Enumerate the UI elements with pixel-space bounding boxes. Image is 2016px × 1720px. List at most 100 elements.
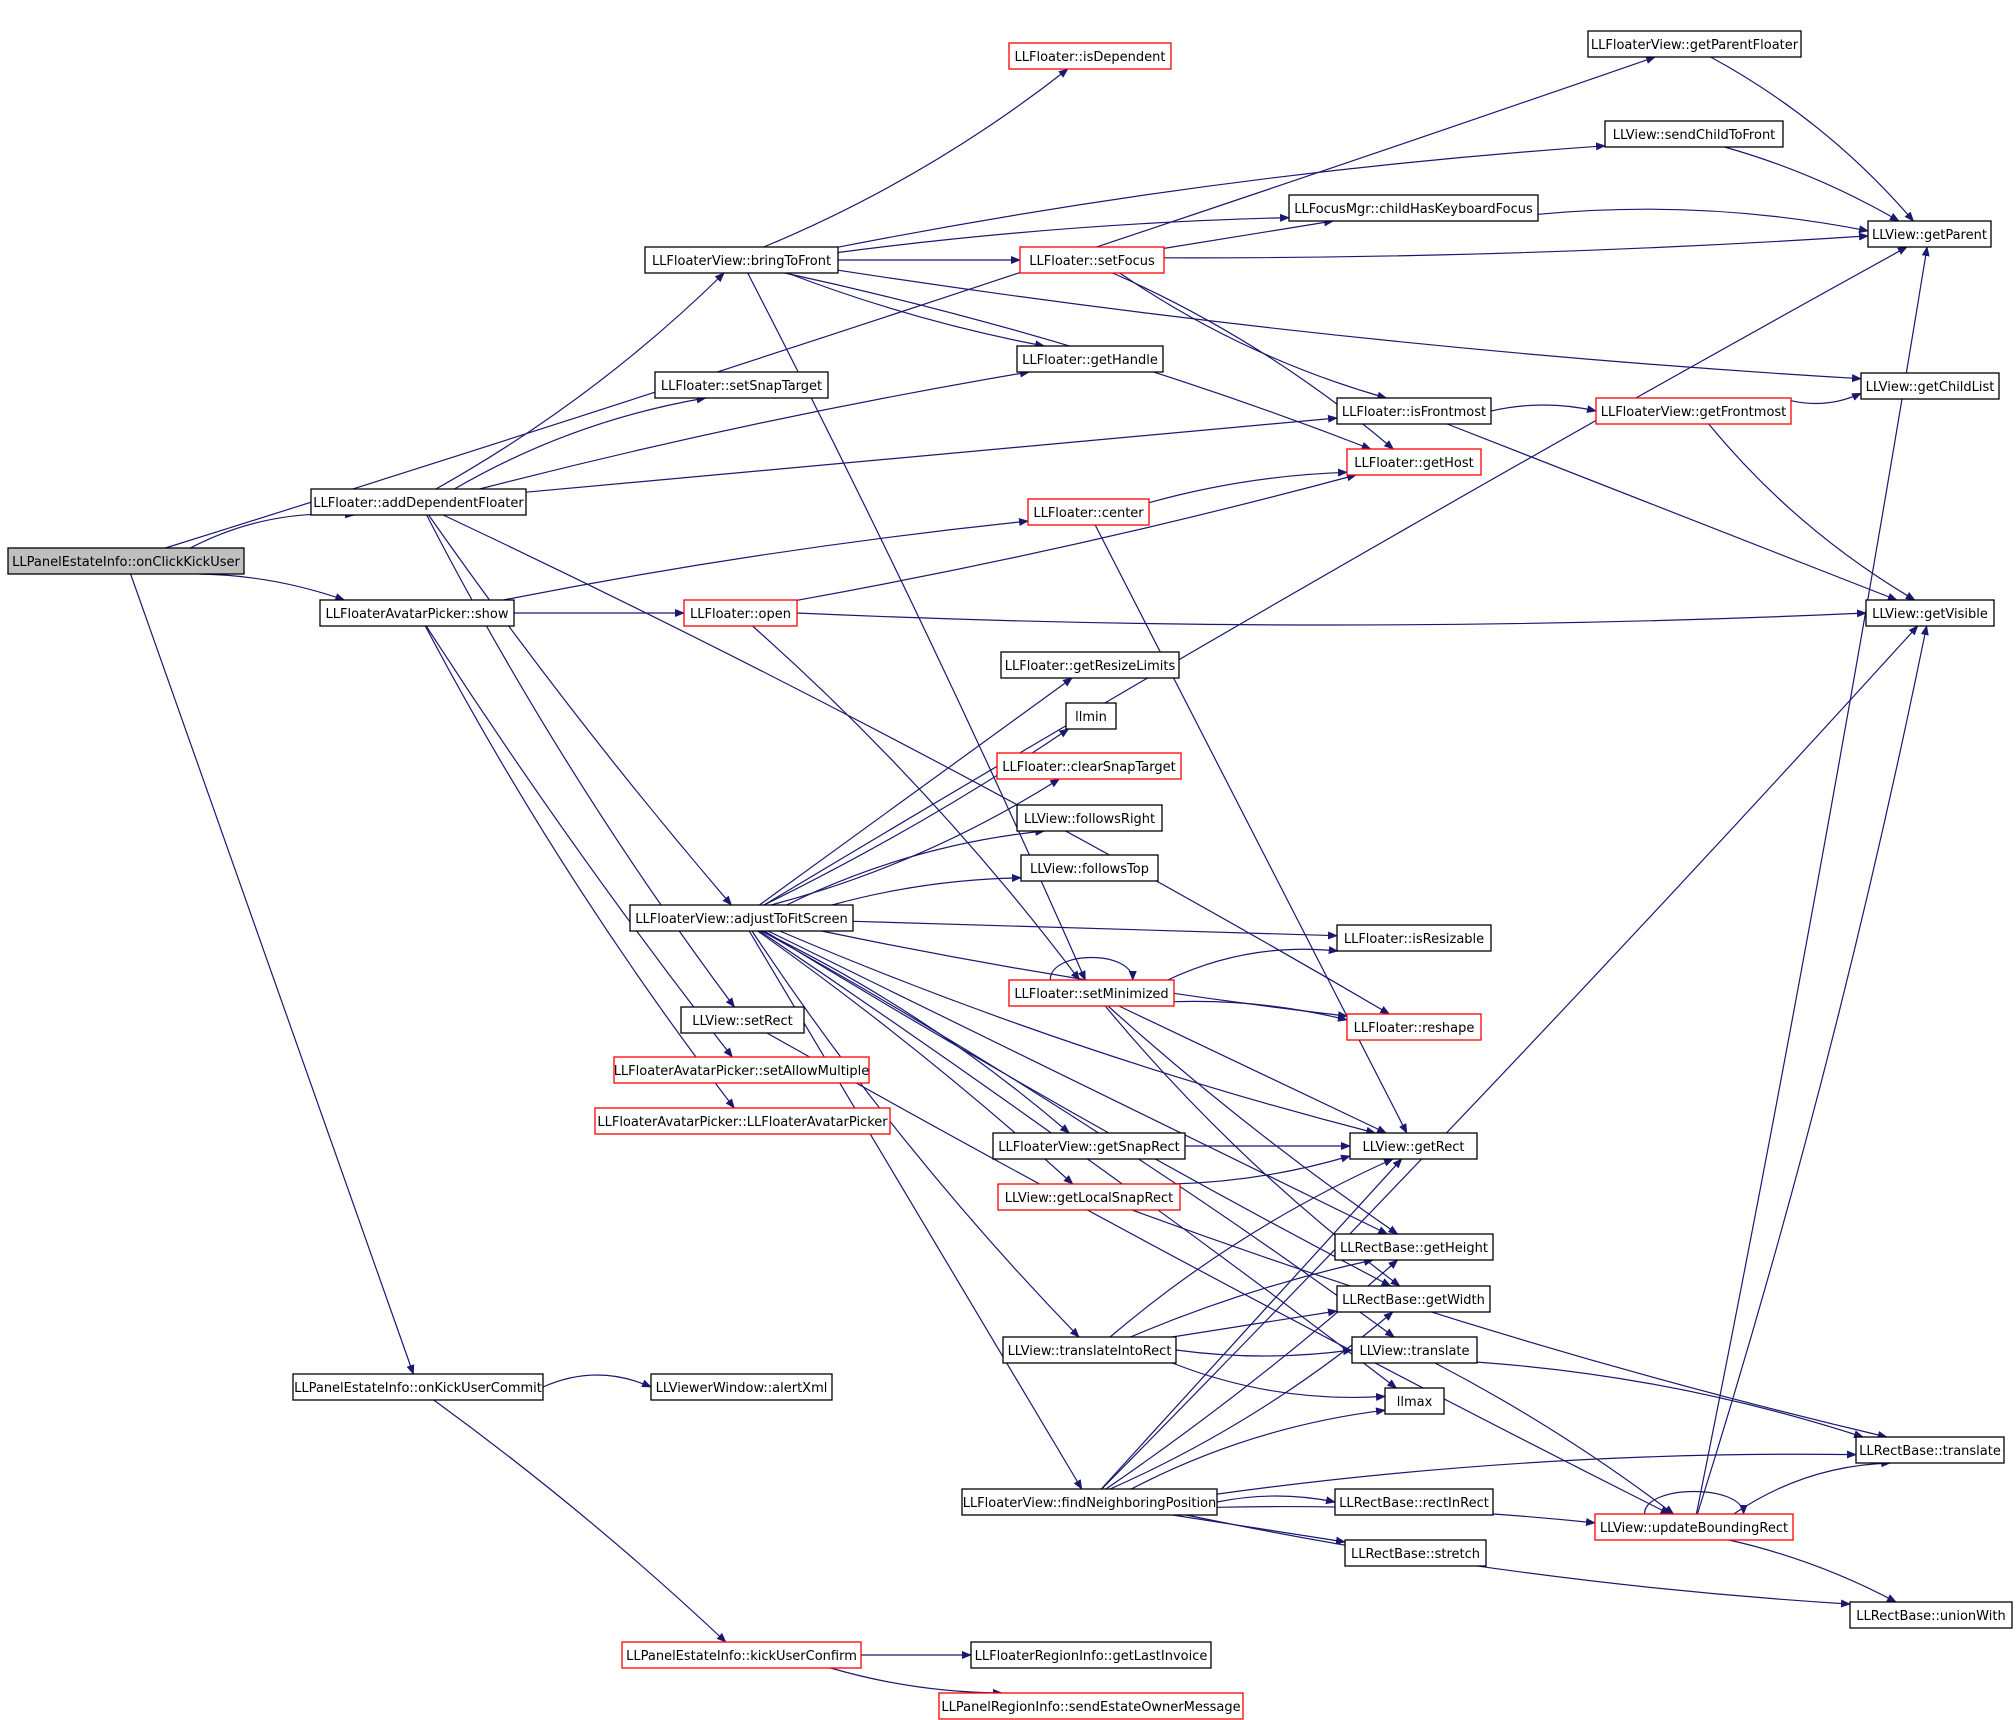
node-box [1865,599,1995,627]
edge-getLocalSnapRect-to-rectTranslate [1131,1209,1888,1439]
node-avatarShow[interactable]: LLFloaterAvatarPicker::show [319,599,515,627]
node-unionWith[interactable]: LLRectBase::unionWith [1849,1601,2013,1629]
node-getHost[interactable]: LLFloater::getHost [1346,448,1482,476]
node-root[interactable]: LLPanelEstateInfo::onClickKickUser [7,547,245,575]
node-box [629,904,854,932]
node-getParent[interactable]: LLView::getParent [1867,220,1992,248]
edge-getFrontmost-to-getVisible [1708,423,1916,601]
edge-addDependentFloater-to-setSnapTarget [454,395,707,490]
node-getChildList[interactable]: LLView::getChildList [1860,372,2000,400]
node-box [1849,1601,2013,1629]
node-sendChildToFront[interactable]: LLView::sendChildToFront [1604,120,1784,148]
node-adjustToFitScreen[interactable]: LLFloaterView::adjustToFitScreen [629,904,854,932]
node-clearSnapTarget[interactable]: LLFloater::clearSnapTarget [996,752,1182,780]
node-setSnapTarget[interactable]: LLFloater::setSnapTarget [654,371,829,399]
node-getRect[interactable]: LLView::getRect [1349,1132,1478,1160]
node-label: LLView::followsRight [1024,812,1155,827]
edge-translate-to-updateBoundingRect [1434,1362,1675,1515]
node-getWidth[interactable]: LLRectBase::getWidth [1336,1285,1491,1313]
node-getHeight[interactable]: LLRectBase::getHeight [1334,1233,1494,1261]
node-setMinimized[interactable]: LLFloater::setMinimized [1008,979,1175,1007]
edge-adjustToFitScreen-to-followsRight [786,827,1046,906]
node-label: llmax [1397,1395,1433,1410]
node-layer: LLPanelEstateInfo::onClickKickUserLLFloa… [7,30,2013,1720]
node-translateIntoRect[interactable]: LLView::translateIntoRect [1002,1336,1177,1364]
node-getVisible[interactable]: LLView::getVisible [1865,599,1995,627]
edge-translateIntoRect-to-llmax [1172,1362,1386,1401]
node-box [1336,1285,1491,1313]
node-getResizeLimits[interactable]: LLFloater::getResizeLimits [1000,651,1180,679]
node-rectTranslate[interactable]: LLRectBase::translate [1855,1436,2005,1464]
edge-setMinimized-to-getHeight [1107,1005,1399,1235]
node-box [970,1641,1212,1669]
edge-adjustToFitScreen-to-getResizeLimits [759,677,1073,906]
node-getParentFloater[interactable]: LLFloaterView::getParentFloater [1587,30,1802,58]
node-llmax[interactable]: llmax [1384,1387,1445,1415]
node-center[interactable]: LLFloater::center [1027,498,1150,526]
edge-adjustToFitScreen-to-translate [761,930,1396,1338]
edge-open-to-getHost [796,473,1357,601]
node-label: LLFloaterView::getFrontmost [1601,405,1787,420]
node-open[interactable]: LLFloater::open [683,599,798,627]
node-setFocus[interactable]: LLFloater::setFocus [1019,246,1165,274]
node-setAllowMultiple[interactable]: LLFloaterAvatarPicker::setAllowMultiple [613,1056,870,1084]
node-box [680,1006,805,1034]
node-box [1334,1233,1494,1261]
edge-setFocus-to-childHasKeyboardFocus [1163,218,1335,249]
node-label: LLFloater::getResizeLimits [1005,659,1176,674]
node-sendEstateOwnerMessage[interactable]: LLPanelRegionInfo::sendEstateOwnerMessag… [938,1692,1244,1720]
node-box [1604,120,1784,148]
node-label: LLView::getVisible [1872,607,1988,622]
edge-setMinimized-to-isResizable [1167,946,1339,981]
edge-center-to-getHost [1148,468,1348,504]
node-onKickUserCommit[interactable]: LLPanelEstateInfo::onKickUserCommit [292,1373,544,1401]
node-label: LLView::translateIntoRect [1008,1344,1172,1359]
node-getLocalSnapRect[interactable]: LLView::getLocalSnapRect [997,1183,1181,1211]
node-box [650,1373,833,1401]
node-stretch[interactable]: LLRectBase::stretch [1344,1539,1487,1567]
node-followsRight[interactable]: LLView::followsRight [1016,804,1163,832]
node-box [1860,372,2000,400]
node-findNeighboringPosition[interactable]: LLFloaterView::findNeighboringPosition [961,1488,1218,1516]
node-label: LLRectBase::unionWith [1856,1609,2005,1624]
edge-bringToFront-to-sendChildToFront [837,142,1606,248]
edge-avatarShow-to-avatarCtor [424,625,735,1109]
node-label: LLView::sendChildToFront [1613,128,1776,143]
node-isDependent[interactable]: LLFloater::isDependent [1008,42,1172,70]
node-translate[interactable]: LLView::translate [1351,1336,1478,1364]
node-getLastInvoice[interactable]: LLFloaterRegionInfo::getLastInvoice [970,1641,1212,1669]
node-followsTop[interactable]: LLView::followsTop [1020,854,1159,882]
node-box [7,547,245,575]
node-childHasKeyboardFocus[interactable]: LLFocusMgr::childHasKeyboardFocus [1288,194,1539,222]
edge-addDependentFloater-to-getHandle [479,369,1030,490]
edge-findNeighboringPosition-to-llmax [1131,1407,1386,1490]
edge-adjustToFitScreen-to-followsTop [831,873,1022,906]
node-kickUserConfirm[interactable]: LLPanelEstateInfo::kickUserConfirm [621,1641,862,1669]
node-avatarCtor[interactable]: LLFloaterAvatarPicker::LLFloaterAvatarPi… [594,1107,891,1135]
node-updateBoundingRect[interactable]: LLView::updateBoundingRect [1594,1513,1794,1541]
node-bringToFront[interactable]: LLFloaterView::bringToFront [644,246,839,274]
node-rectInRect[interactable]: LLRectBase::rectInRect [1334,1488,1494,1516]
node-getHandle[interactable]: LLFloater::getHandle [1016,345,1164,373]
node-box [654,371,829,399]
node-box [1020,854,1159,882]
node-isResizable[interactable]: LLFloater::isResizable [1336,924,1492,952]
node-setRect[interactable]: LLView::setRect [680,1006,805,1034]
node-getSnapRect[interactable]: LLFloaterView::getSnapRect [992,1132,1186,1160]
node-box [1336,397,1492,425]
node-llmin[interactable]: llmin [1065,702,1117,730]
node-reshape[interactable]: LLFloater::reshape [1346,1013,1482,1041]
edge-onKickUserCommit-to-alertXml [542,1374,652,1388]
node-label: LLPanelEstateInfo::onKickUserCommit [294,1381,542,1396]
node-label: LLRectBase::getWidth [1342,1293,1485,1308]
node-addDependentFloater[interactable]: LLFloater::addDependentFloater [310,488,527,516]
node-label: LLView::getChildList [1866,380,1995,395]
edge-adjustToFitScreen-to-clearSnapTarget [771,778,1061,906]
node-label: LLFloater::getHandle [1022,353,1158,368]
node-box [961,1488,1218,1516]
node-getFrontmost[interactable]: LLFloaterView::getFrontmost [1595,397,1792,425]
node-alertXml[interactable]: LLViewerWindow::alertXml [650,1373,833,1401]
node-label: LLFocusMgr::childHasKeyboardFocus [1294,202,1533,217]
node-isFrontmost[interactable]: LLFloater::isFrontmost [1336,397,1492,425]
node-label: LLFloater::setMinimized [1014,987,1168,1002]
